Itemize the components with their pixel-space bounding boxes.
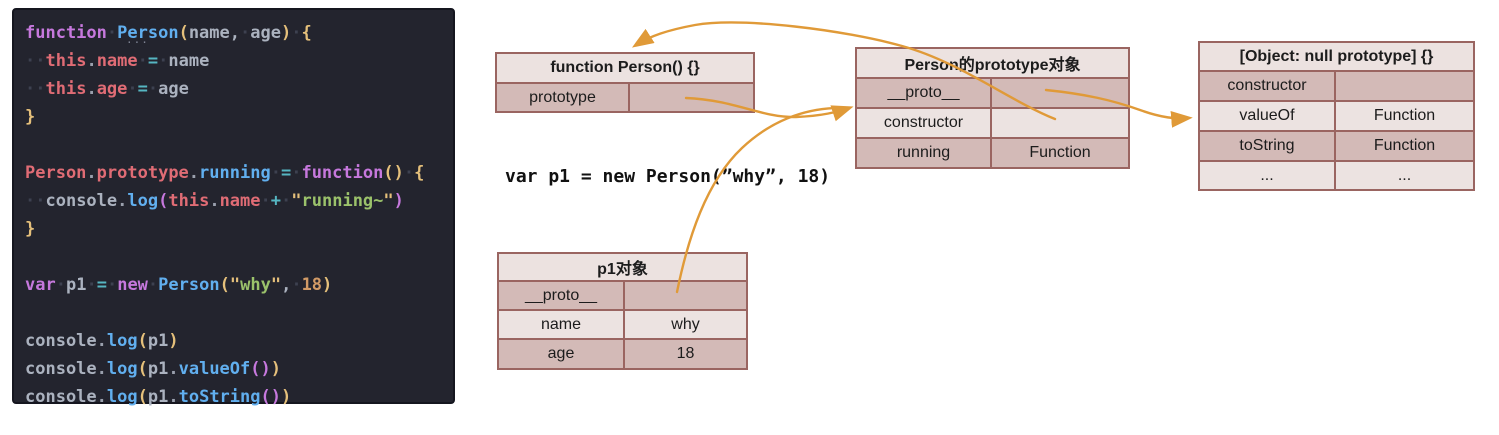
cell-key: prototype (497, 84, 630, 111)
table-p1-object: p1对象 __proto__ name why age 18 (497, 252, 748, 370)
cell-value: Function (1373, 137, 1436, 154)
code-lines: function·Person(name,·age)·{··this.name·… (25, 23, 425, 407)
table-row: constructor (1200, 70, 1473, 100)
cell-key: constructor (1200, 72, 1336, 100)
table-row: prototype (497, 82, 753, 111)
table-person-prototype: Person的prototype对象 __proto__ constructor… (855, 47, 1130, 169)
table-row: constructor (857, 107, 1128, 137)
cell-key: __proto__ (499, 282, 625, 309)
cell-key: valueOf (1200, 102, 1336, 130)
cell-key: name (499, 311, 625, 338)
table-object-null-prototype: [Object: null prototype] {} constructor … (1198, 41, 1475, 191)
cell-key: ... (1200, 162, 1336, 189)
reference-hint-dots: ··· (126, 36, 149, 49)
table-row: __proto__ (857, 77, 1128, 107)
cell-value: why (671, 315, 700, 333)
table-row: ... ... (1200, 160, 1473, 189)
cell-value: Function (1029, 144, 1091, 161)
table-row: age 18 (499, 338, 746, 368)
table-person-prototype-title: Person的prototype对象 (857, 49, 1128, 77)
cell-value: 18 (676, 345, 695, 362)
instance-code-label: var p1 = new Person(”why”, 18) (505, 166, 831, 187)
table-function-person-title: function Person() {} (497, 54, 753, 82)
cell-value (630, 84, 753, 111)
cell-key: toString (1200, 132, 1336, 160)
cell-value (625, 282, 746, 309)
code-editor[interactable]: function·Person(name,·age)·{··this.name·… (12, 8, 455, 407)
cell-key: constructor (857, 109, 992, 137)
cell-value: ... (1397, 166, 1412, 184)
cell-key: running (857, 139, 992, 167)
cell-value: Function (1373, 107, 1436, 124)
table-row: __proto__ (499, 280, 746, 309)
cell-key: age (499, 340, 625, 368)
cell-value (992, 79, 1128, 107)
table-row: toString Function (1200, 130, 1473, 160)
table-p1-object-title: p1对象 (499, 254, 746, 280)
table-object-null-prototype-title: [Object: null prototype] {} (1200, 43, 1473, 70)
cell-value (992, 109, 1128, 137)
table-row: name why (499, 309, 746, 338)
cell-key: __proto__ (857, 79, 992, 107)
table-row: running Function (857, 137, 1128, 167)
table-row: valueOf Function (1200, 100, 1473, 130)
table-function-person: function Person() {} prototype (495, 52, 755, 113)
cell-value (1336, 72, 1473, 100)
